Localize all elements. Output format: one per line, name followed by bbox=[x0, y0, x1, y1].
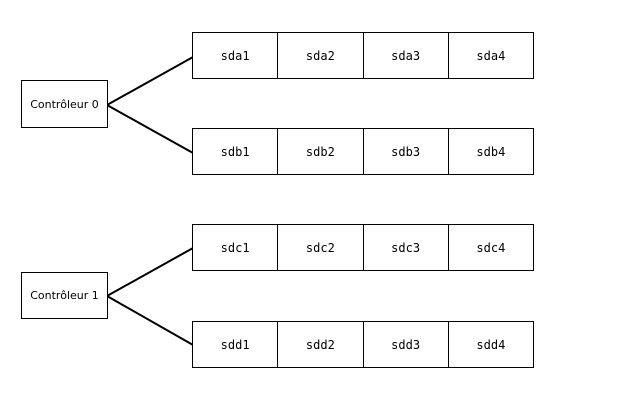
link-ctrl0-sda bbox=[106, 56, 194, 106]
disk-array-row-sdd: sdd1 sdd2 sdd3 sdd4 bbox=[192, 321, 534, 368]
disk-cell-sdb3: sdb3 bbox=[364, 129, 449, 174]
disk-cell-sdc2: sdc2 bbox=[278, 225, 364, 270]
controller-0-box: Contrôleur 0 bbox=[21, 80, 108, 128]
disk-array-row-sda: sda1 sda2 sda3 sda4 bbox=[192, 32, 534, 79]
disk-cell-sdd3: sdd3 bbox=[364, 322, 449, 367]
disk-cell-sda3: sda3 bbox=[364, 33, 449, 78]
link-ctrl1-sdc bbox=[106, 247, 194, 297]
disk-cell-sdd4: sdd4 bbox=[476, 337, 506, 352]
disk-cell-sda2: sda2 bbox=[278, 33, 364, 78]
controller-1-box: Contrôleur 1 bbox=[21, 272, 108, 319]
disk-array-row-sdc: sdc1 sdc2 sdc3 sdc4 bbox=[192, 224, 534, 271]
disk-cell-sdb1: sdb1 bbox=[193, 129, 279, 174]
disk-cell-sdc3: sdc3 bbox=[364, 225, 449, 270]
disk-array-row-sdb: sdb1 sdb2 sdb3 sdb4 bbox=[192, 128, 534, 175]
disk-cell-sdb2: sdb2 bbox=[278, 129, 364, 174]
disk-cell-sdc4: sdc4 bbox=[476, 240, 506, 255]
link-ctrl0-sdb bbox=[106, 104, 194, 154]
link-ctrl1-sdd bbox=[106, 295, 194, 346]
disk-cell-sdc1: sdc1 bbox=[193, 225, 279, 270]
disk-cell-sdd1: sdd1 bbox=[193, 322, 279, 367]
controller-1-label: Contrôleur 1 bbox=[30, 289, 99, 302]
controller-0-label: Contrôleur 0 bbox=[30, 97, 99, 111]
disk-cell-sda4: sda4 bbox=[476, 48, 506, 63]
disk-cell-sda1: sda1 bbox=[193, 33, 279, 78]
disk-cell-sdb4: sdb4 bbox=[476, 144, 506, 159]
disk-cell-sdd2: sdd2 bbox=[278, 322, 364, 367]
